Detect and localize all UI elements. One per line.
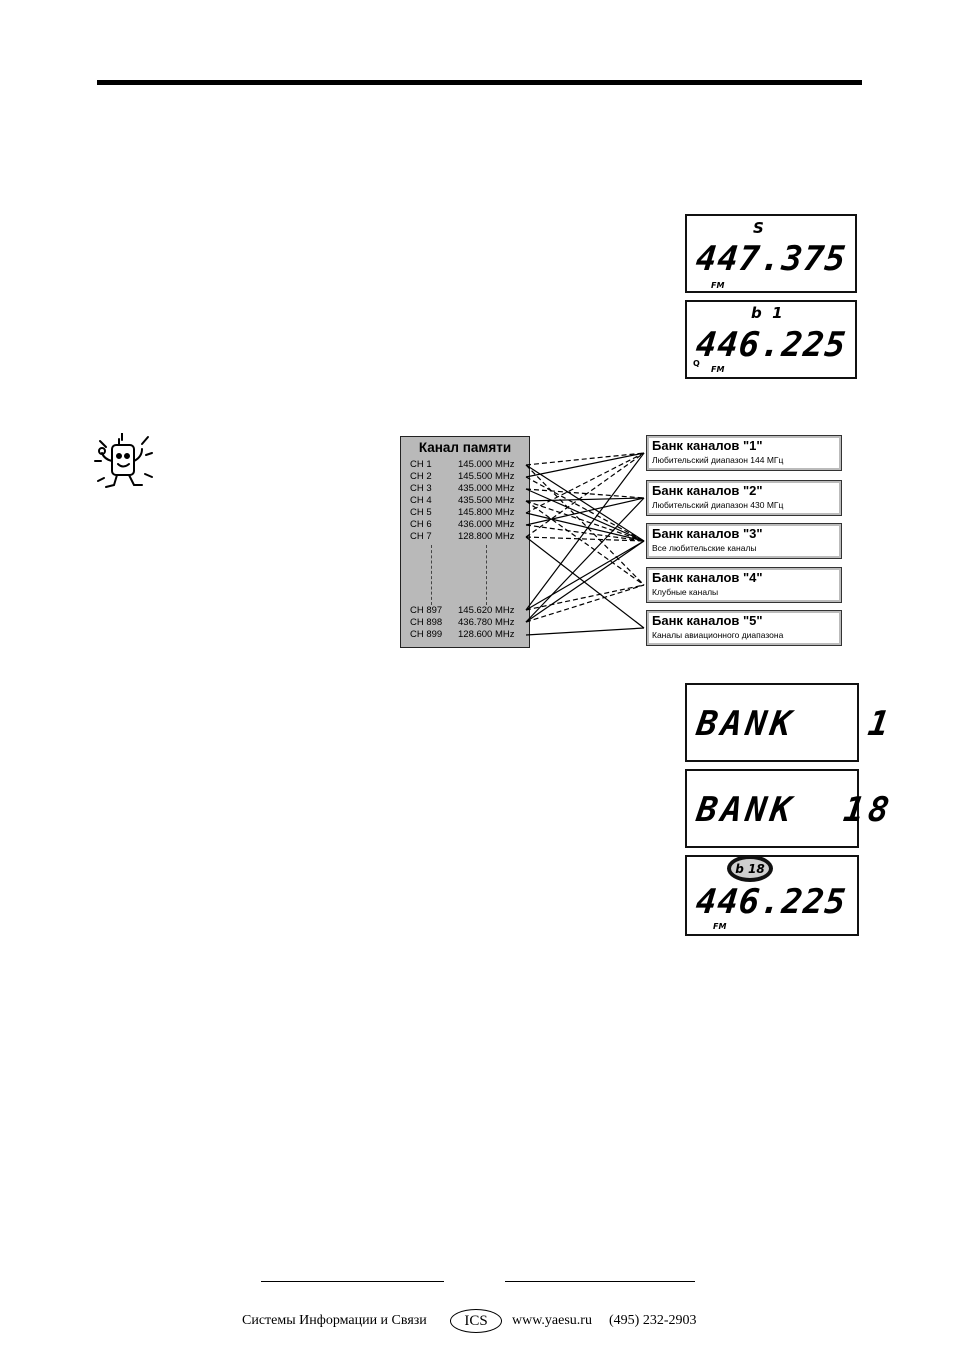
footer-rule-right [505, 1281, 695, 1282]
bank-subtitle: Все любительские каналы [652, 543, 757, 553]
lcd-mode: FM [713, 922, 727, 931]
memory-title: Канал памяти [418, 440, 512, 455]
bank-indicator-oval: b 18 [727, 855, 773, 882]
lcd-bank-text: BANK 18 [694, 790, 896, 830]
lcd-top-label: S [753, 219, 764, 237]
oval-label: b 18 [735, 862, 765, 876]
channel-frequency: 435.500 MHz [458, 495, 515, 506]
bank-box-2: Банк каналов "2" Любительский диапазон 4… [646, 480, 842, 516]
channel-frequency: 436.000 MHz [458, 519, 515, 530]
footer-website[interactable]: www.yaesu.ru [512, 1313, 592, 1328]
bank-title: Банк каналов "2" [652, 483, 763, 498]
channel-number: CH 898 [410, 617, 443, 628]
ics-logo-text: ICS [464, 1313, 488, 1329]
mascot-radio-icon [92, 432, 162, 500]
lcd-top-label: b 1 [751, 304, 783, 322]
bank-subtitle: Любительский диапазон 144 МГц [652, 455, 784, 465]
channel-frequency: 128.600 MHz [458, 629, 515, 640]
channel-number: CH 7 [410, 531, 432, 542]
lcd-mode: FM [711, 281, 725, 290]
channel-frequency: 145.500 MHz [458, 471, 515, 482]
lcd-display-bank18: BANK 18 [685, 769, 896, 848]
bank-title: Банк каналов "5" [652, 613, 763, 628]
channel-number: CH 897 [410, 605, 443, 616]
lcd-display-bank: b 1 446.225 Q FM [685, 300, 857, 379]
lcd-display-vfo: S 447.375 FM [685, 214, 857, 293]
lcd-memory-flag: Q [693, 359, 700, 368]
lcd-bank-text: BANK 1 [694, 704, 896, 744]
continuation-dash [431, 545, 432, 605]
memory-channel-box: Канал памяти CH 1 145.000 MHz CH 2 145.5… [400, 436, 530, 648]
bank-title: Банк каналов "1" [652, 438, 763, 453]
channel-number: CH 3 [410, 483, 432, 494]
bank-title: Банк каналов "4" [652, 570, 763, 585]
channel-number: CH 6 [410, 519, 432, 530]
channel-number: CH 5 [410, 507, 432, 518]
channel-frequency: 128.800 MHz [458, 531, 515, 542]
ics-logo: ICS [450, 1309, 502, 1333]
lcd-display-bank1: BANK 1 [685, 683, 896, 762]
bank-subtitle: Каналы авиационного диапазона [652, 630, 784, 640]
channel-number: CH 1 [410, 459, 432, 470]
header-rule [97, 80, 862, 85]
bank-box-5: Банк каналов "5" Каналы авиационного диа… [646, 610, 842, 646]
continuation-dash [486, 545, 487, 605]
channel-number: CH 899 [410, 629, 443, 640]
footer-company: Системы Информации и Связи [242, 1313, 427, 1328]
bank-box-1: Банк каналов "1" Любительский диапазон 1… [646, 435, 842, 471]
lcd-frequency: 446.225 [693, 882, 849, 922]
channel-frequency: 436.780 MHz [458, 617, 515, 628]
bank-title: Банк каналов "3" [652, 526, 763, 541]
channel-frequency: 145.800 MHz [458, 507, 515, 518]
channel-frequency: 435.000 MHz [458, 483, 515, 494]
bank-subtitle: Клубные каналы [652, 587, 719, 597]
lcd-display-bank-freq: b 18 446.225 FM [685, 855, 859, 936]
channel-number: CH 4 [410, 495, 432, 506]
bank-subtitle: Любительский диапазон 430 МГц [652, 500, 784, 510]
channel-number: CH 2 [410, 471, 432, 482]
bank-box-4: Банк каналов "4" Клубные каналы [646, 567, 842, 603]
channel-frequency: 145.620 MHz [458, 605, 515, 616]
footer-phone: (495) 232-2903 [609, 1313, 697, 1328]
bank-box-3: Банк каналов "3" Все любительские каналы [646, 523, 842, 559]
lcd-mode: FM [711, 365, 725, 374]
channel-frequency: 145.000 MHz [458, 459, 515, 470]
footer-rule-left [261, 1281, 444, 1282]
